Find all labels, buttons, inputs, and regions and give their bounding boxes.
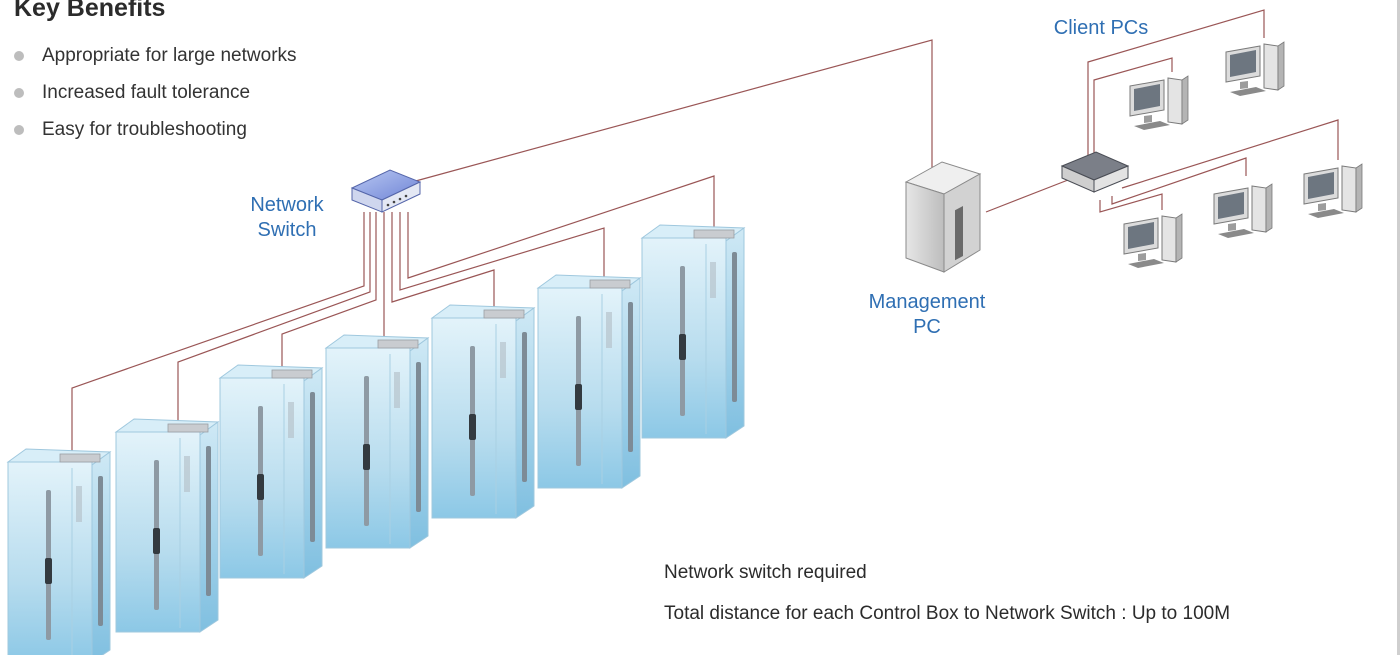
cable-cabinet-2 bbox=[177, 212, 371, 440]
management-pc-icon bbox=[904, 161, 982, 273]
server-cabinet-4 bbox=[325, 334, 429, 549]
client-pc-3 bbox=[1123, 213, 1183, 269]
list-item: Increased fault tolerance bbox=[14, 81, 297, 118]
page-edge-divider bbox=[1397, 0, 1400, 655]
management-pc-label-line2: PC bbox=[913, 316, 941, 338]
server-cabinet-2 bbox=[115, 418, 219, 633]
cable-client-pc-bottom-middle bbox=[1111, 157, 1247, 205]
switch-required-note: Network switch required bbox=[664, 562, 867, 583]
bullet-icon bbox=[14, 88, 24, 98]
client-pc-2 bbox=[1129, 75, 1189, 131]
management-pc-label-line1: Management bbox=[868, 291, 986, 313]
cable-cabinet-5 bbox=[391, 212, 495, 308]
client-pc-4 bbox=[1213, 183, 1273, 239]
client-pc-5 bbox=[1303, 163, 1363, 219]
client-pcs-label: Client PCs bbox=[1053, 17, 1149, 39]
network-switch-label-line1: Network bbox=[250, 194, 324, 216]
server-cabinet-6 bbox=[537, 274, 641, 489]
list-item: Appropriate for large networks bbox=[14, 44, 297, 81]
network-switch-label: Network Switch bbox=[232, 193, 342, 243]
cable-client-pc-bottom-right bbox=[1121, 119, 1339, 189]
bullet-icon bbox=[14, 51, 24, 61]
distance-note: Total distance for each Control Box to N… bbox=[664, 603, 1231, 624]
benefit-label: Appropriate for large networks bbox=[42, 45, 297, 66]
benefit-label: Increased fault tolerance bbox=[42, 82, 251, 103]
cable-cabinet-6 bbox=[399, 212, 605, 291]
server-cabinet-1 bbox=[7, 448, 111, 655]
benefit-label: Easy for troubleshooting bbox=[42, 119, 247, 140]
server-cabinet-5 bbox=[431, 304, 535, 519]
network-switch-icon bbox=[350, 169, 422, 213]
cables bbox=[71, 9, 1339, 480]
bullet-icon bbox=[14, 125, 24, 135]
cable-management-to-client-switch bbox=[985, 179, 1069, 213]
list-item: Easy for troubleshooting bbox=[14, 118, 297, 155]
cable-switch-to-management-pc bbox=[411, 39, 933, 183]
client-pc-1 bbox=[1225, 41, 1285, 97]
page-title: Key Benefits bbox=[14, 0, 166, 22]
client-switch-icon bbox=[1060, 151, 1130, 193]
cable-client-pc-top-left bbox=[1093, 57, 1173, 170]
cable-client-pc-top-right bbox=[1087, 9, 1265, 170]
cable-client-pc-bottom-left bbox=[1099, 193, 1163, 213]
server-cabinet-7 bbox=[641, 224, 745, 439]
management-pc-label: Management PC bbox=[852, 290, 1002, 340]
network-switch-label-line2: Switch bbox=[257, 219, 317, 241]
server-cabinet-3 bbox=[219, 364, 323, 579]
benefits-list: Appropriate for large networks Increased… bbox=[14, 44, 297, 155]
cable-cabinet-1 bbox=[71, 212, 365, 480]
cable-cabinet-7 bbox=[407, 175, 715, 279]
